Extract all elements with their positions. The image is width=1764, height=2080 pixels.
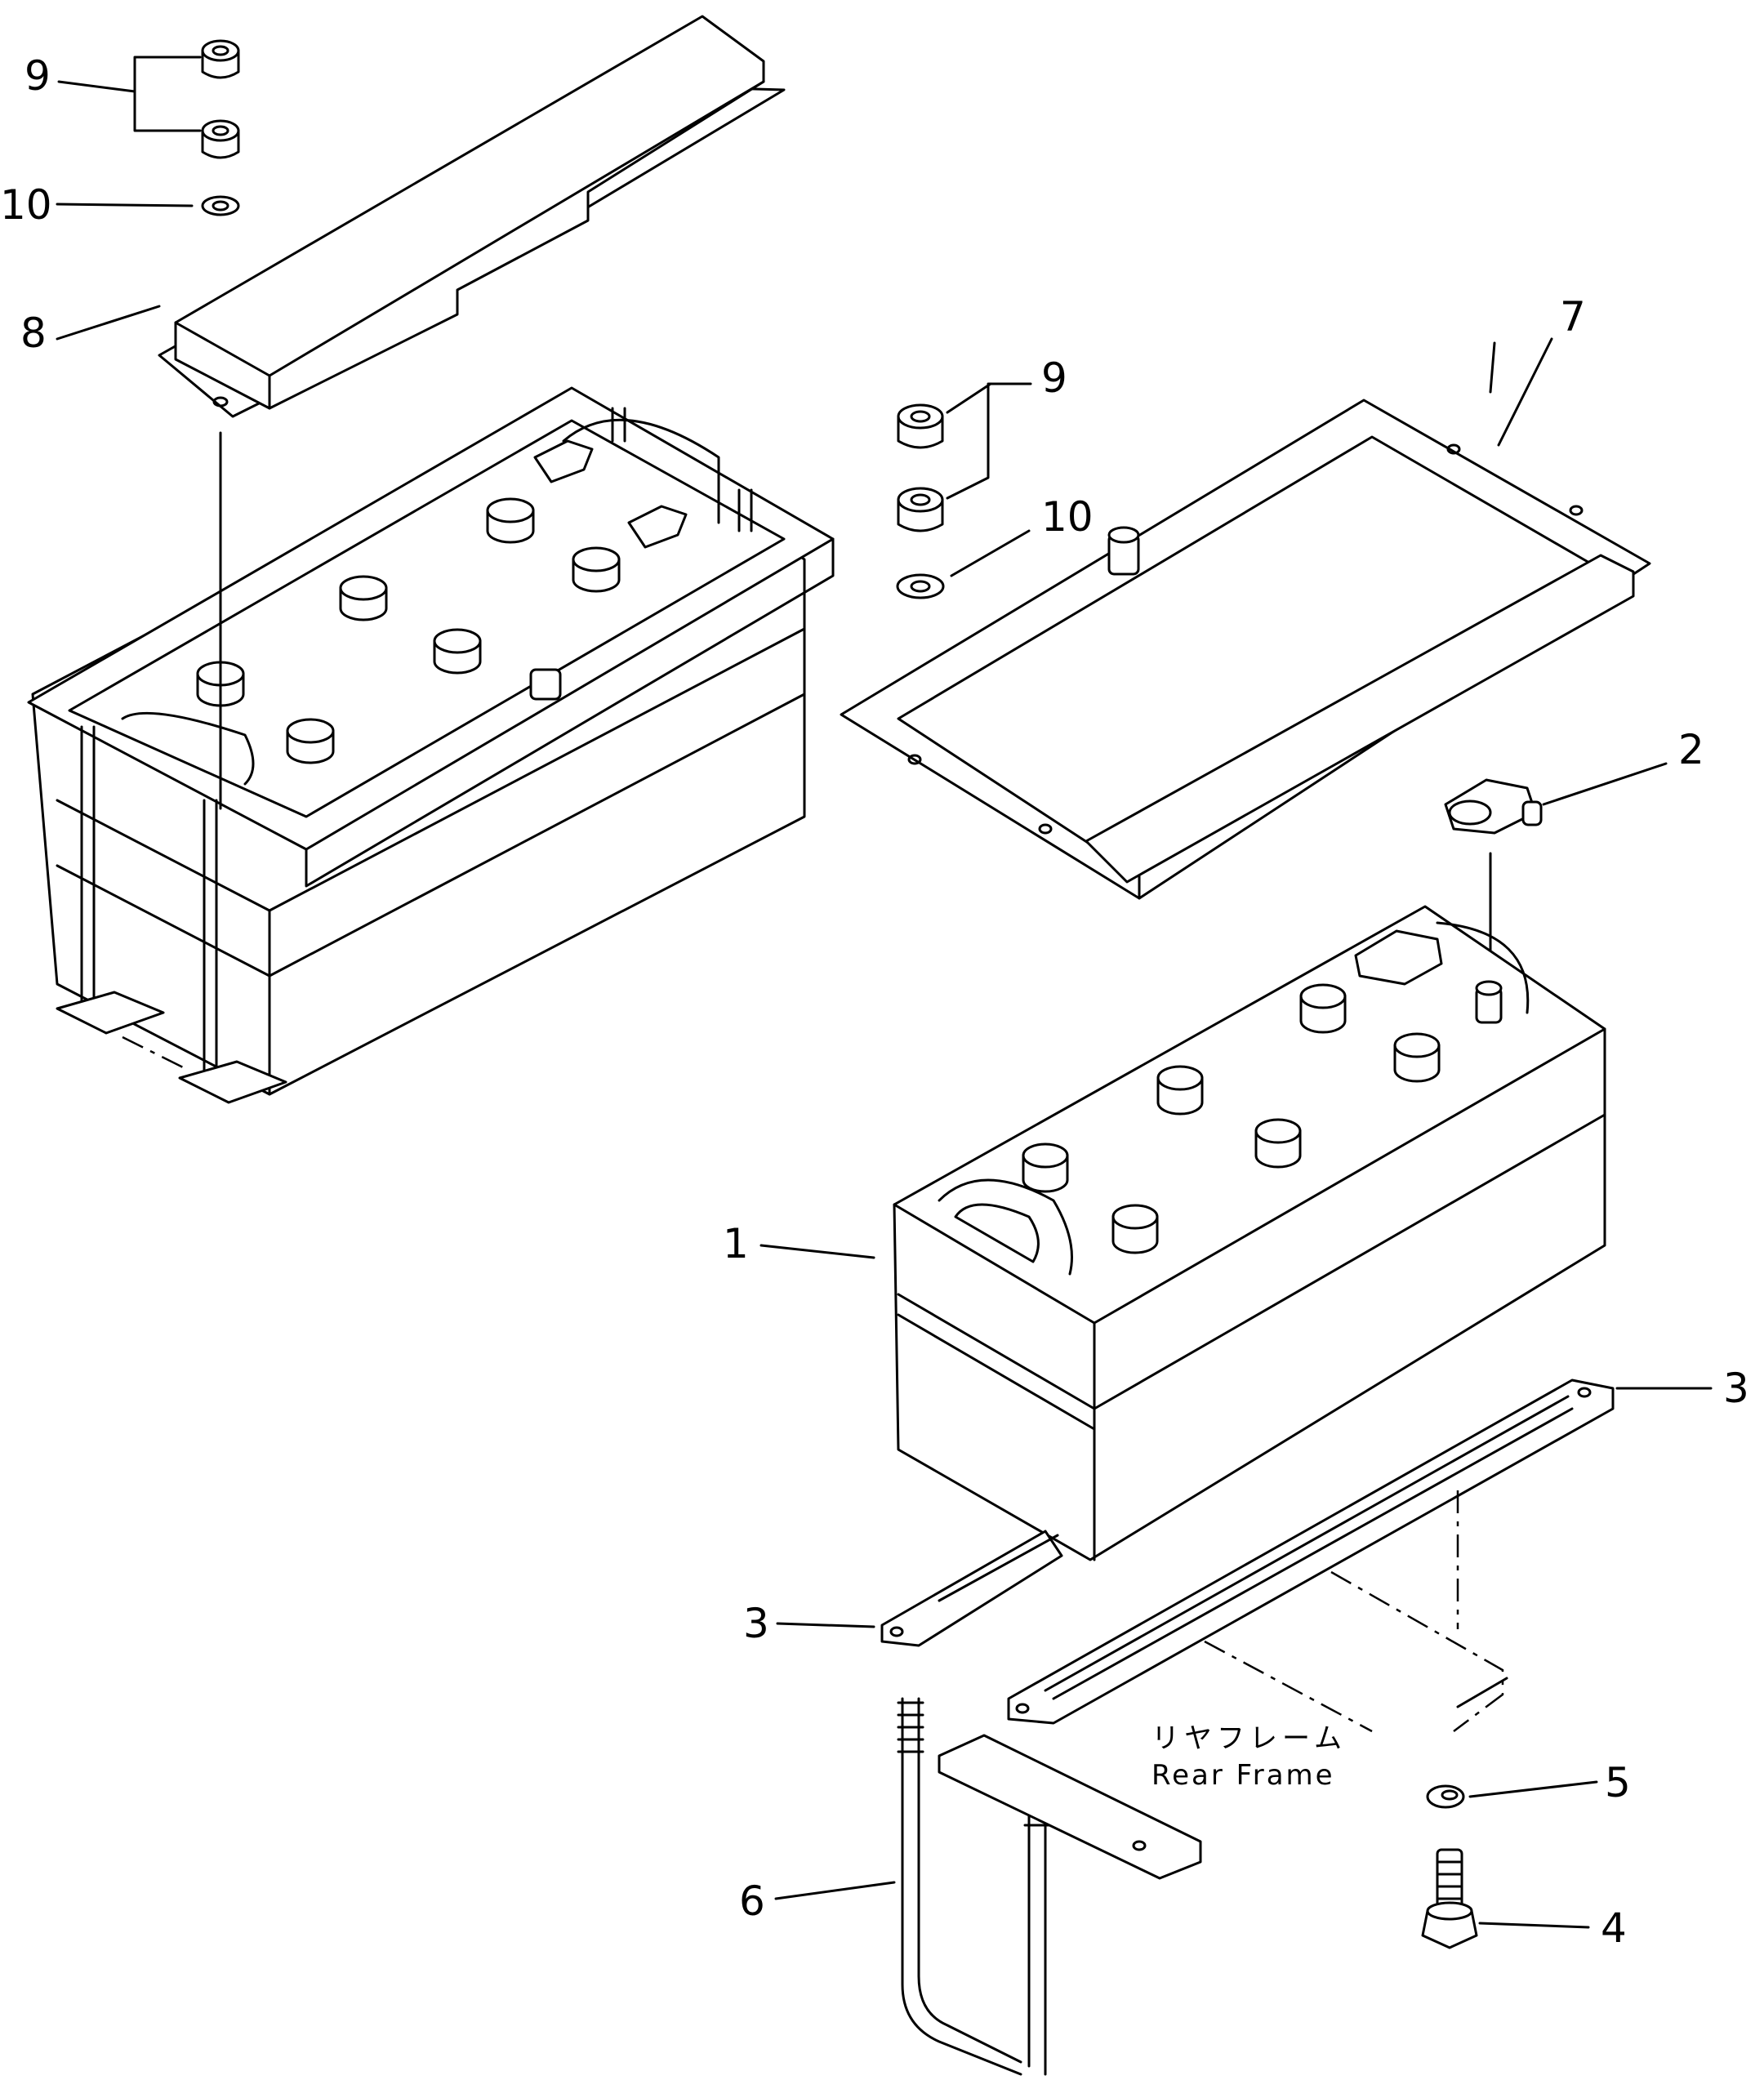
callout-8: 8: [20, 310, 47, 357]
bolt-part-4: [1421, 1848, 1478, 1949]
assembled-battery-left: [27, 386, 835, 1104]
support-bar-part-3-left: [880, 1530, 1063, 1647]
callout-labels: 9 10 8 9 10 7 2 1 3 3 6 5 4: [0, 52, 1749, 1952]
washer-10-mid: [896, 573, 945, 599]
mounting-bracket: [938, 1734, 1202, 1880]
rear-frame-outline: [1204, 1490, 1508, 1733]
battery-cover-part-8: [158, 15, 786, 418]
nut-9-lower-mid: [897, 487, 944, 532]
callout-3-right: 3: [1723, 1365, 1749, 1412]
rear-frame-label-english: Rear Frame: [1152, 1759, 1335, 1792]
nut-9-upper-mid: [897, 403, 944, 449]
callout-10-mid: 10: [1041, 493, 1094, 541]
nut-9-upper-left: [201, 39, 240, 79]
callout-2: 2: [1678, 726, 1704, 773]
callout-9-left: 9: [24, 52, 51, 100]
callout-7: 7: [1560, 293, 1586, 341]
callout-4: 4: [1601, 1904, 1627, 1952]
callout-3-left: 3: [743, 1600, 769, 1647]
rear-frame-label-japanese: リヤフレーム: [1152, 1722, 1347, 1755]
hold-down-frame-part-7: [840, 399, 1651, 900]
callout-9-mid: 9: [1041, 354, 1067, 402]
battery-part-1: [893, 905, 1606, 1561]
terminal-clamp-part-2: [1444, 778, 1543, 978]
callout-10-left: 10: [0, 181, 52, 229]
callout-1: 1: [723, 1220, 749, 1267]
support-bar-part-3-right: [1007, 1379, 1615, 1725]
washer-10-left: [201, 195, 240, 216]
callout-5: 5: [1605, 1759, 1631, 1806]
nut-9-lower-left: [201, 119, 240, 159]
callout-6: 6: [739, 1877, 765, 1925]
rear-frame-label: リヤフレーム Rear Frame: [1152, 1722, 1347, 1792]
lock-washer-part-5: [1426, 1784, 1465, 1809]
leader-lines: [56, 56, 1713, 1929]
